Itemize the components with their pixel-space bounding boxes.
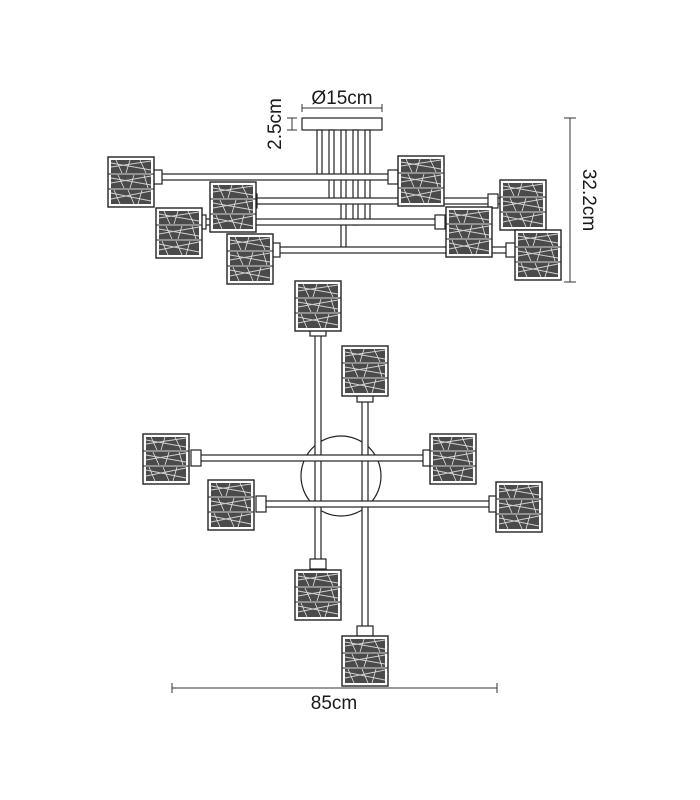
down-rods	[316, 129, 371, 251]
total-width-label: 85cm	[311, 693, 357, 714]
canopy-diameter-label: Ø15cm	[311, 88, 372, 109]
plan-view: 85cm	[142, 280, 543, 714]
total-height-label: 32.2cm	[578, 169, 599, 231]
plan-horizontal-arm-top	[194, 454, 430, 462]
plan-horizontal-arm-bottom	[261, 500, 497, 508]
plan-cups	[190, 325, 500, 637]
total-width-dimension: 85cm	[171, 683, 498, 714]
canopy-height-dimension: 2.5cm	[265, 98, 297, 150]
canopy-height-label: 2.5cm	[265, 98, 286, 150]
canopy-plate	[301, 117, 383, 131]
plan-vertical-arm-right	[361, 395, 369, 633]
plan-vertical-arm-left	[314, 329, 322, 566]
side-elevation: Ø15cm 2.5cm 32.2cm	[107, 88, 599, 285]
canopy-diameter-dimension: Ø15cm	[301, 88, 383, 112]
total-height-dimension: 32.2cm	[564, 117, 599, 283]
